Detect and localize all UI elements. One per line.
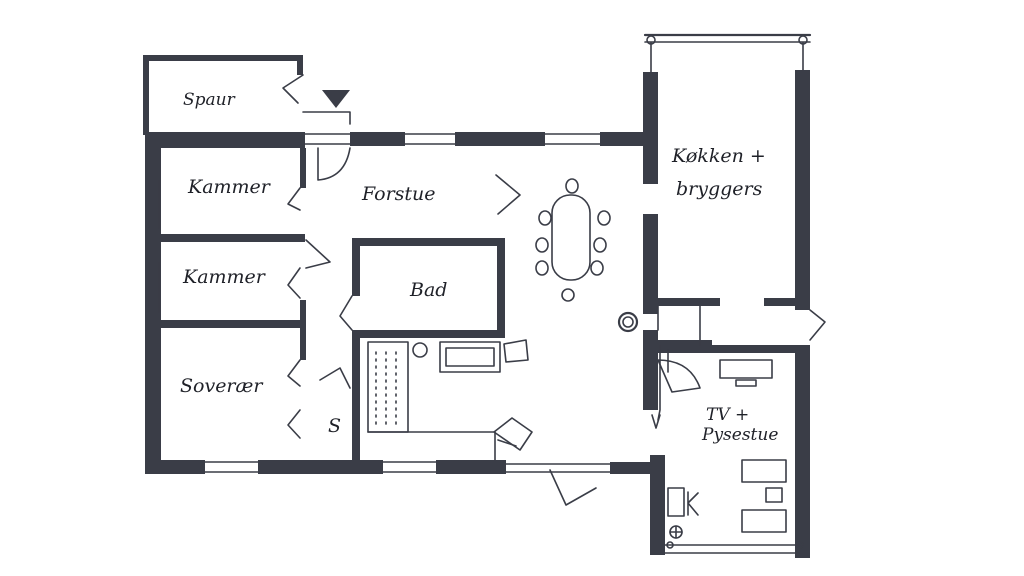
label-soverum: Soverær <box>180 375 264 397</box>
label-forstue: Forstue <box>361 183 436 205</box>
room-labels: Spaur Kammer Forstue Kammer Bad Soverær … <box>180 90 778 445</box>
label-kokken: Køkken + <box>671 145 766 167</box>
label-kammer-top: Kammer <box>187 176 272 198</box>
entrance-marker-icon <box>322 90 350 108</box>
label-bryggers: bryggers <box>676 178 763 200</box>
furniture <box>367 178 787 539</box>
dining-table <box>551 194 591 281</box>
label-pysestue: Pysestue <box>701 425 778 445</box>
label-kammer-bottom: Kammer <box>182 266 267 288</box>
label-s: S <box>328 415 341 437</box>
door-swings <box>282 74 701 506</box>
label-tv: TV + <box>706 405 749 425</box>
window-lines <box>148 33 826 554</box>
label-bad: Bad <box>409 279 447 301</box>
label-spaur: Spaur <box>183 90 236 110</box>
walls <box>143 55 810 558</box>
